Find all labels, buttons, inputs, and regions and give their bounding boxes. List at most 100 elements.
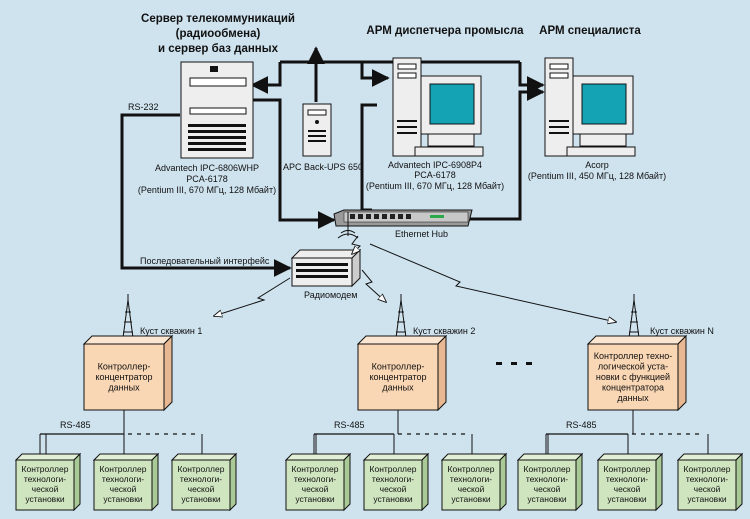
rs485-bus [39,410,203,456]
leaf-controller-label: Контроллер [684,464,731,474]
leaf-controller-label: ческой [188,484,215,494]
antenna-icon [122,294,134,339]
antenna-icon [395,294,407,339]
arm-specialist-title: АРМ специалиста [539,25,641,37]
svg-text:PCA-6178: PCA-6178 [186,174,228,184]
leaf-controller-label: установки [295,494,335,504]
rs485-label: RS-485 [566,420,597,430]
svg-text:(радиообмена): (радиообмена) [176,28,261,40]
rs485-label: RS-485 [334,420,365,430]
leaf-controller-label: Контроллер [292,464,339,474]
rs232-line [120,113,292,277]
ups-label: APC Back-UPS 650 [283,162,363,172]
cluster-name: Куст скважин 2 [413,326,475,336]
server-model: Advantech IPC-6806WHP PCA-6178 (Pentium … [138,163,276,195]
concentrator-label: данных [108,383,140,393]
svg-text:(Pentium III, 670 МГц, 128 Мба: (Pentium III, 670 МГц, 128 Мбайт) [366,181,504,191]
leaf-controller-label: технологи- [450,474,492,484]
leaf-controller-label: Контроллер [524,464,571,474]
leaf-controller-label: технологи- [102,474,144,484]
leaf-controller-label: ческой [458,484,485,494]
radiomodem-label: Радиомодем [304,290,357,300]
leaf-controller-label: установки [527,494,567,504]
concentrator-label: новки с функцией [596,372,670,382]
leaf-controller-label: ческой [110,484,137,494]
rs485-bus [545,410,709,456]
leaf-controller-label: ческой [694,484,721,494]
concentrator-label: Контроллер- [98,362,151,372]
dispatcher-model: Advantech IPC-6908P4 PCA-6178 (Pentium I… [366,160,504,191]
concentrator-box: Контроллер техно-логической уста-новки с… [586,334,688,412]
radiomodem [290,248,362,288]
cluster-name: Куст скважин 1 [140,326,202,336]
clusters: Куст скважин 1Контроллер-концентратордан… [14,294,744,512]
leaf-controller-label: установки [25,494,65,504]
leaf-controller-label: установки [607,494,647,504]
cluster-1: Куст скважин 1Контроллер-концентратордан… [14,294,238,512]
svg-text:Acorp: Acorp [585,160,609,170]
leaf-controller-label: технологи- [372,474,414,484]
concentrator-label: данных [617,393,649,403]
svg-text:PCA-6178: PCA-6178 [414,170,456,180]
leaf-controller-label: ческой [32,484,59,494]
concentrator-label: данных [382,383,414,393]
leaf-controller-label: ческой [302,484,329,494]
ellipsis-dots [496,362,532,365]
arm-dispatcher-title: АРМ диспетчера промысла [366,25,524,37]
leaf-controller-label: технологи- [180,474,222,484]
hub-antenna [337,212,359,239]
svg-text:Сервер телекоммуникаций: Сервер телекоммуникаций [141,13,295,25]
ethernet-hub [333,209,473,227]
svg-text:Advantech IPC-6806WHP: Advantech IPC-6806WHP [155,163,259,173]
serial-interface-label: Последовательный интерфейс [140,256,270,266]
leaf-controller-label: Контроллер [604,464,651,474]
radio-link-bolts [214,235,616,322]
svg-text:(Pentium III, 670 МГц, 128 Мба: (Pentium III, 670 МГц, 128 Мбайт) [138,185,276,195]
leaf-controller-label: технологи- [686,474,728,484]
ethernet-hub-label: Ethernet Hub [395,229,448,239]
server-title: Сервер телекоммуникаций (радиообмена) и … [141,13,295,55]
leaf-controller-label: Контроллер [22,464,69,474]
leaf-controller-label: установки [373,494,413,504]
leaf-controller-label: ческой [614,484,641,494]
leaf-controller-label: установки [451,494,491,504]
leaf-controller-label: Контроллер [100,464,147,474]
leaf-controller-label: установки [687,494,727,504]
leaf-controller-label: установки [103,494,143,504]
concentrator-label: логической уста- [598,362,668,372]
concentrator-label: Контроллер- [372,362,425,372]
svg-text:Advantech IPC-6908P4: Advantech IPC-6908P4 [388,160,482,170]
rs485-label: RS-485 [60,420,91,430]
specialist-model: Acorp (Pentium III, 450 МГц, 128 Мбайт) [528,160,666,181]
antenna-icon [628,294,640,339]
cluster-2: Куст скважин 2Контроллер-концентратордан… [284,294,508,512]
rs232-label: RS-232 [128,102,159,112]
server-tower [180,61,254,159]
dispatcher-workstation [392,57,484,157]
leaf-controller-label: технологи- [24,474,66,484]
concentrator-label: Контроллер техно- [594,351,672,361]
leaf-controller-label: ческой [534,484,561,494]
concentrator-label: концентратора [602,383,664,393]
leaf-controller-label: Контроллер [448,464,495,474]
specialist-workstation [544,57,636,157]
svg-text:и сервер баз данных: и сервер баз данных [158,43,279,55]
leaf-controller-label: технологи- [606,474,648,484]
leaf-controller-label: установки [181,494,221,504]
leaf-controller-label: ческой [380,484,407,494]
leaf-controller-label: Контроллер [370,464,417,474]
ups-unit [302,103,332,157]
leaf-controller-label: технологи- [294,474,336,484]
